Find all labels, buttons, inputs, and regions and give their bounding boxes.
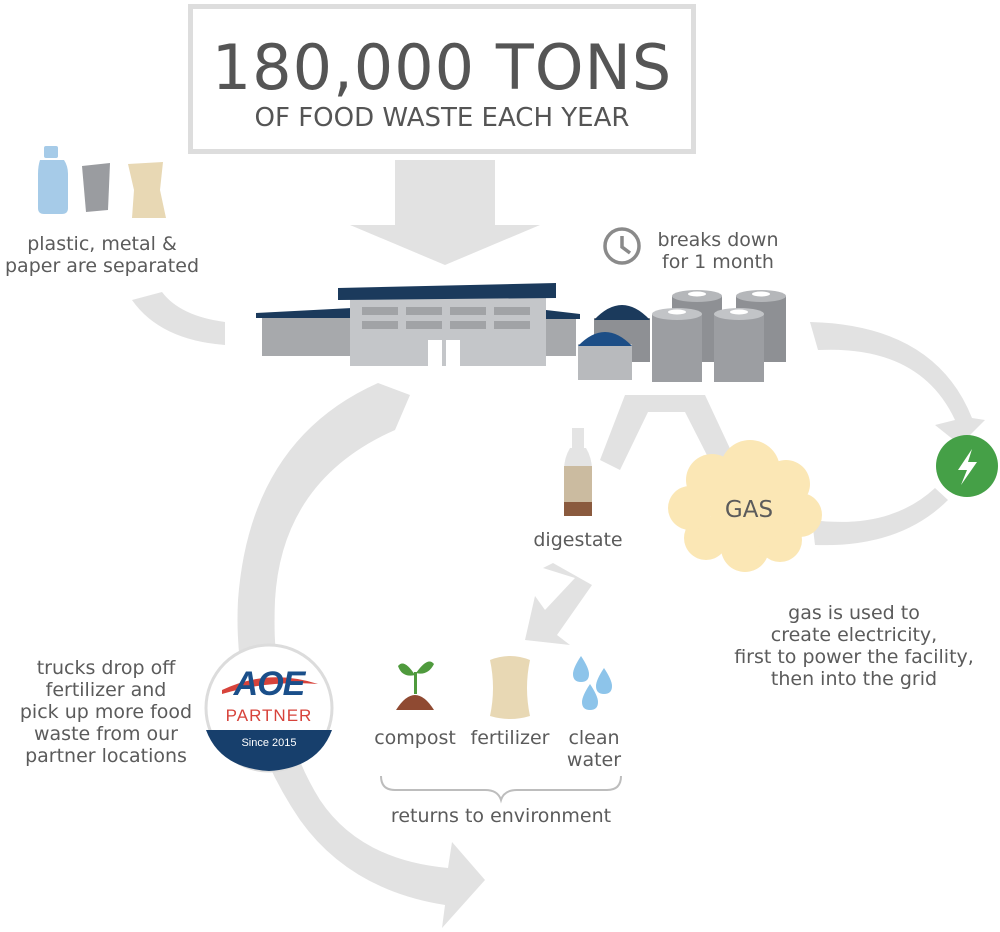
separated-line-2: paper are separated (4, 255, 200, 277)
split-arrow (600, 395, 733, 470)
electricity-bolt-icon (936, 435, 998, 497)
bottle-icon (38, 146, 68, 214)
gas-used-line-3: first to power the facility, (734, 646, 974, 668)
digestate-bottle-icon (564, 428, 592, 516)
clean-water-label: clean water (560, 727, 628, 771)
partner-badge (204, 643, 334, 773)
paper-icon (128, 162, 166, 218)
flow-arrows (132, 160, 985, 928)
fertilizer-label: fertilizer (470, 727, 550, 749)
breaks-down-line-1: breaks down (657, 229, 779, 251)
trucks-line-5: partner locations (25, 745, 187, 767)
facility-building (256, 283, 580, 366)
gas-used-label: gas is used to create electricity, first… (718, 602, 990, 690)
sprout-icon (396, 661, 434, 710)
gas-used-line-2: create electricity, (770, 624, 938, 646)
water-drops-icon (573, 656, 612, 710)
returns-label: returns to environment (390, 805, 612, 827)
gas-label: GAS (724, 497, 774, 523)
clock-icon (603, 227, 641, 265)
clean-water-line-1: clean (568, 727, 620, 749)
badge-since: Since 2015 (241, 737, 297, 749)
down-arrow (350, 160, 540, 265)
separated-label: plastic, metal & paper are separated (0, 233, 204, 277)
trucks-line-1: trucks drop off (36, 657, 176, 679)
trucks-line-2: fertilizer and (45, 679, 167, 701)
badge-logo: AOE (233, 665, 306, 703)
digestate-arrow (525, 563, 592, 645)
digestate-label: digestate (533, 529, 623, 551)
title-sub: OF FOOD WASTE EACH YEAR (254, 103, 630, 133)
breaks-down-label: breaks down for 1 month (648, 229, 788, 273)
digester-tanks (578, 290, 786, 382)
title-box: 180,000 TONS OF FOOD WASTE EACH YEAR (188, 4, 696, 154)
gas-loop-arc (810, 322, 985, 445)
returns-brace (380, 775, 622, 804)
cycle-arc (237, 383, 485, 928)
title-main: 180,000 TONS (211, 31, 673, 104)
breaks-down-line-2: for 1 month (662, 251, 774, 273)
gas-loop-lower (812, 488, 948, 546)
gas-used-line-4: then into the grid (770, 668, 938, 690)
gas-used-line-1: gas is used to (788, 602, 920, 624)
compost-label: compost (374, 727, 456, 749)
clean-water-line-2: water (566, 749, 622, 771)
trucks-label: trucks drop off fertilizer and pick up m… (6, 657, 206, 767)
can-icon (82, 163, 110, 212)
separated-arrow (132, 292, 225, 345)
badge-partner: PARTNER (225, 706, 313, 725)
separated-line-1: plastic, metal & (27, 233, 177, 255)
trucks-line-3: pick up more food (19, 701, 193, 723)
fertilizer-bag-icon (490, 656, 530, 719)
trucks-line-4: waste from our (34, 723, 178, 745)
gas-cloud (668, 440, 822, 572)
